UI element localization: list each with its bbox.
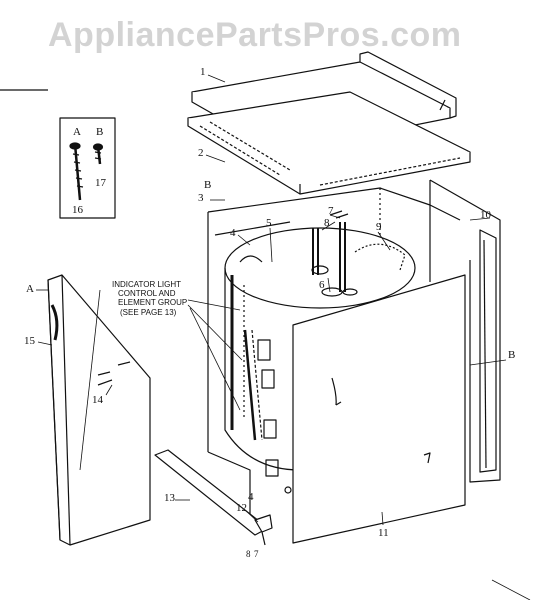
callout-7-bottom: 7 — [254, 549, 259, 559]
note-line-2: CONTROL AND — [118, 289, 176, 299]
callout-13: 13 — [164, 492, 175, 504]
callout-3-b: B — [204, 179, 212, 191]
control-wiring — [243, 329, 292, 494]
screw-b-label: B — [96, 126, 104, 138]
callout-10: 10 — [480, 209, 491, 221]
callout-1: 1 — [200, 66, 206, 78]
component-note: INDICATOR LIGHT CONTROL AND ELEMENT GROU… — [112, 280, 187, 317]
back-panel — [429, 179, 501, 483]
callout-4-top: 4 — [230, 227, 236, 239]
front-panel — [292, 274, 466, 544]
callout-right-b: B — [508, 349, 516, 361]
screw-b-number: 17 — [95, 177, 106, 189]
watermark: AppliancePartsPros.com — [48, 16, 462, 54]
callout-8: 8 — [324, 217, 330, 229]
callout-11: 11 — [378, 527, 389, 539]
cabinet-shell — [207, 187, 461, 520]
insulation-pad — [187, 91, 471, 195]
fastener-box — [59, 117, 116, 219]
callout-9: 9 — [376, 221, 382, 233]
screw-b-icon — [92, 143, 104, 165]
side-panel — [47, 274, 151, 546]
callout-4-bottom: 4 — [248, 491, 254, 503]
bottom-bracket — [254, 514, 273, 546]
callout-12: 12 — [236, 502, 247, 514]
callout-6: 6 — [319, 279, 325, 291]
callout-3: 3 — [198, 192, 204, 204]
callout-14: 14 — [92, 394, 103, 406]
note-line-4: (SEE PAGE 13) — [120, 307, 177, 317]
callout-15-a: A — [26, 283, 34, 295]
note-line-1: INDICATOR LIGHT — [112, 280, 182, 289]
screw-a-number: 16 — [72, 204, 83, 216]
water-heater-tank — [224, 227, 416, 471]
leader-lines — [36, 74, 531, 600]
pipe-assembly — [312, 210, 349, 292]
callout-5: 5 — [266, 217, 272, 229]
screw-a-icon — [69, 142, 84, 201]
callout-2: 2 — [198, 147, 204, 159]
note-line-3: ELEMENT GROUP — [118, 298, 188, 308]
callout-8-bottom: 8 — [246, 549, 251, 559]
screw-a-label: A — [73, 126, 81, 138]
callout-15: 15 — [24, 335, 35, 347]
callout-7: 7 — [328, 205, 334, 217]
